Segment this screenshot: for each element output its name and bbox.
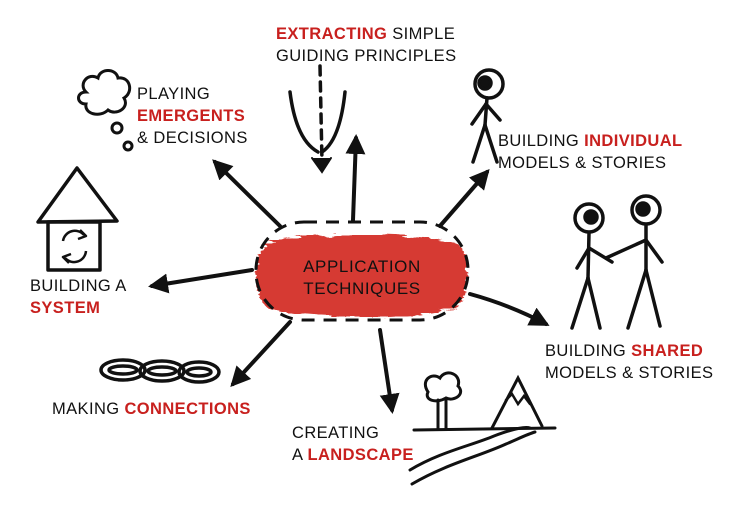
- landscape-icon: [408, 371, 557, 486]
- label-landscape: CREATING A LANDSCAPE: [292, 422, 414, 466]
- label-individual-highlight: INDIVIDUAL: [584, 132, 683, 150]
- label-emergents: PLAYING EMERGENTS & DECISIONS: [137, 83, 248, 149]
- arrow-upper-right: [438, 168, 490, 228]
- arrow-upper-left: [212, 159, 282, 228]
- label-landscape-line1: CREATING: [292, 424, 380, 442]
- center-red-fill: [256, 234, 468, 317]
- label-connections: MAKING CONNECTIONS: [52, 398, 251, 420]
- center-label-line2: TECHNIQUES: [303, 279, 421, 298]
- label-system-highlight: SYSTEM: [30, 299, 101, 317]
- arrow-down: [378, 328, 400, 414]
- label-extracting-highlight: EXTRACTING: [276, 25, 388, 43]
- label-emergents-highlight: EMERGENTS: [137, 107, 246, 125]
- label-connections-prefix: MAKING: [52, 400, 125, 418]
- label-landscape-prefix: A: [292, 446, 308, 464]
- label-landscape-highlight: LANDSCAPE: [307, 446, 414, 464]
- label-shared: BUILDING SHARED MODELS & STORIES: [545, 340, 713, 384]
- converging-arrows-icon: [288, 64, 347, 174]
- house-cycle-icon: [36, 166, 119, 272]
- center-node: [254, 220, 470, 322]
- arrow-right: [468, 292, 550, 326]
- label-individual-prefix: BUILDING: [498, 132, 585, 150]
- label-shared-line2: MODELS & STORIES: [545, 364, 714, 382]
- arrows: [148, 134, 550, 414]
- label-extracting-line2: GUIDING PRINCIPLES: [276, 47, 457, 65]
- chain-links-icon: [99, 358, 221, 384]
- label-emergents-line1: PLAYING: [137, 85, 211, 103]
- two-figures-icon: [570, 194, 664, 330]
- label-system-line1: BUILDING A: [30, 277, 127, 295]
- label-emergents-line3: & DECISIONS: [137, 129, 248, 147]
- label-extracting-rest: SIMPLE: [387, 25, 456, 43]
- label-shared-prefix: BUILDING: [545, 342, 632, 360]
- center-label-line1: APPLICATION: [303, 257, 421, 276]
- thought-cloud-icon: [77, 69, 134, 152]
- label-shared-highlight: SHARED: [631, 342, 704, 360]
- stick-figure-icon: [470, 68, 505, 164]
- label-system: BUILDING A SYSTEM: [30, 275, 127, 319]
- arrow-lower-left: [230, 320, 292, 387]
- label-extracting: EXTRACTING SIMPLE GUIDING PRINCIPLES: [276, 23, 456, 67]
- arrow-up: [345, 134, 366, 222]
- center-label: APPLICATION TECHNIQUES: [262, 256, 462, 300]
- label-individual: BUILDING INDIVIDUAL MODELS & STORIES: [498, 130, 683, 174]
- label-individual-line2: MODELS & STORIES: [498, 154, 667, 172]
- arrow-left: [148, 268, 254, 294]
- label-connections-highlight: CONNECTIONS: [124, 400, 251, 418]
